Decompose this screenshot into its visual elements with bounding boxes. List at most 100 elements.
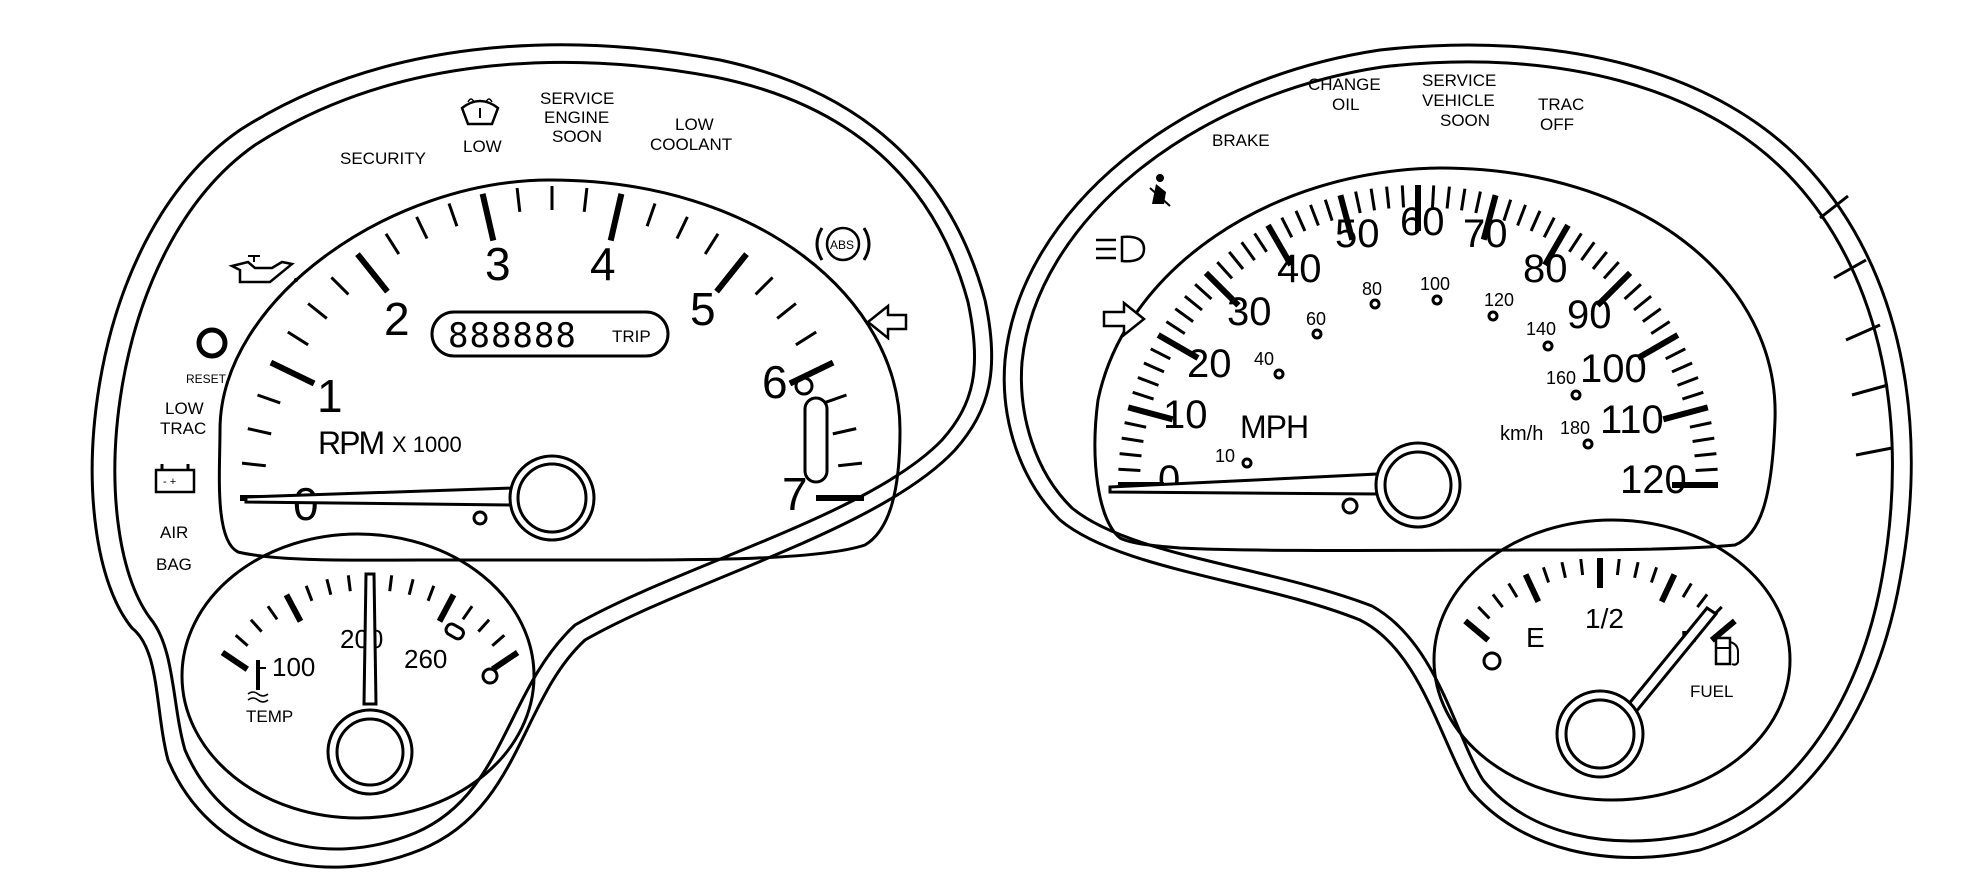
tach-major-tick	[269, 359, 316, 387]
tach-minor-tick	[645, 203, 657, 227]
fuel-half-label: 1/2	[1585, 603, 1624, 634]
speed-minor-tick	[1385, 186, 1391, 209]
temp-minor-tick	[346, 575, 352, 592]
speed-minor-tick	[1183, 295, 1203, 312]
tach-minor-tick	[703, 232, 720, 255]
fuel-gauge: E 1/2 F FUEL	[1432, 518, 1792, 802]
trac-off-indicator: TRAC OFF	[1538, 95, 1584, 134]
mph-label-20: 20	[1187, 342, 1232, 386]
svg-text:- +: - +	[163, 476, 176, 488]
tach-minor-tick	[384, 232, 401, 255]
speed-minor-tick	[1137, 376, 1160, 387]
tach-minor-tick	[582, 187, 589, 212]
speed-major-tick	[1203, 270, 1241, 308]
tach-minor-tick	[795, 330, 818, 347]
reset-label: RESET	[186, 372, 227, 386]
seatbelt-icon	[1149, 174, 1171, 207]
tach-minor-tick	[330, 276, 350, 296]
speed-minor-tick	[1694, 452, 1717, 458]
mph-label-70: 70	[1463, 212, 1508, 256]
reset-button[interactable]: RESET	[186, 327, 228, 386]
speed-major-tick	[1662, 404, 1709, 423]
svg-text:SOON: SOON	[552, 127, 602, 146]
tachometer-scale	[240, 186, 864, 501]
washer-fluid-icon	[460, 98, 500, 126]
speed-minor-tick	[1671, 361, 1693, 374]
speed-minor-tick	[1689, 421, 1712, 429]
temp-label: TEMP	[246, 707, 293, 726]
mph-label: MPH	[1240, 409, 1308, 445]
tach-major-tick	[607, 193, 625, 242]
speed-minor-tick	[1119, 452, 1142, 458]
right-pod-outline	[1002, 43, 1913, 859]
speed-minor-tick	[1294, 210, 1307, 232]
temp-minor-tick	[304, 585, 314, 602]
kmh-label-10: 10	[1215, 446, 1235, 466]
svg-text:SERVICE: SERVICE	[1422, 71, 1496, 90]
rpm-label: RPM	[318, 425, 383, 461]
speed-minor-tick	[1400, 185, 1405, 208]
speed-minor-tick	[1124, 421, 1147, 429]
speed-minor-tick	[1529, 210, 1542, 232]
mph-label-40: 40	[1277, 247, 1322, 291]
tach-label-2: 2	[384, 293, 410, 345]
speed-minor-tick	[1474, 191, 1482, 214]
tach-minor-tick	[241, 461, 266, 468]
odometer-value: 888888	[448, 316, 577, 356]
mph-label-30: 30	[1227, 290, 1272, 334]
tach-label-1: 1	[317, 370, 343, 422]
temp-minor-tick	[491, 634, 506, 647]
tach-label-3: 3	[485, 238, 511, 290]
fuel-minor-tick	[1681, 582, 1693, 598]
speed-minor-tick	[1194, 283, 1213, 301]
tach-indicator-lamp	[794, 376, 814, 396]
speed-minor-tick	[1253, 232, 1268, 253]
speed-major-tick	[1337, 194, 1356, 241]
svg-text:VEHICLE: VEHICLE	[1422, 91, 1495, 110]
speed-minor-tick	[1354, 191, 1362, 214]
temp-minor-tick	[426, 585, 436, 602]
speed-minor-tick	[1460, 188, 1467, 211]
kmh-label-100: 100	[1420, 274, 1450, 294]
odometer-display: 888888 TRIP	[430, 310, 670, 358]
security-indicator: SECURITY	[340, 149, 426, 168]
speed-minor-tick	[1369, 188, 1376, 211]
speed-minor-tick	[1240, 241, 1256, 261]
svg-text:TRAC: TRAC	[1538, 95, 1584, 114]
change-oil-indicator: CHANGE OIL	[1308, 75, 1381, 114]
fuel-minor-tick	[1696, 593, 1709, 609]
low-coolant-indicator: LOW COOLANT	[650, 115, 732, 154]
speed-minor-tick	[1445, 186, 1451, 209]
bezel-marks	[1819, 194, 1893, 457]
turn-left-arrow-icon	[865, 303, 908, 341]
fuel-minor-tick	[1541, 566, 1551, 583]
speedometer-needle	[1108, 441, 1462, 529]
tach-major-tick	[479, 193, 497, 242]
fuel-label: FUEL	[1690, 682, 1733, 701]
mph-label-60: 60	[1400, 200, 1445, 244]
speed-minor-tick	[1143, 361, 1165, 374]
mph-label-90: 90	[1567, 293, 1612, 337]
speed-minor-tick	[1216, 261, 1234, 280]
temp-indicator-lamp	[481, 667, 499, 685]
svg-text:CHANGE: CHANGE	[1308, 75, 1381, 94]
tach-label-7: 7	[782, 468, 808, 520]
low-trac-indicator: LOW TRAC	[160, 399, 206, 438]
speed-minor-tick	[1580, 241, 1596, 261]
headlight-icon	[1096, 235, 1146, 263]
tach-minor-tick	[838, 461, 863, 468]
speed-minor-tick	[1692, 436, 1715, 443]
tach-minor-tick	[754, 276, 774, 296]
temperature-gauge: 100 200 260 TEMP	[180, 532, 536, 820]
speed-minor-tick	[1681, 390, 1704, 401]
turn-right-arrow-icon	[1102, 300, 1147, 338]
fuel-major-tick	[1522, 573, 1542, 603]
svg-text:LOW: LOW	[675, 115, 714, 134]
tach-major-tick	[355, 252, 390, 294]
temp-minor-tick	[477, 618, 491, 633]
temp-major-tick	[491, 650, 520, 672]
kmh-label-180: 180	[1560, 418, 1590, 438]
kmh-label: km/h	[1500, 423, 1543, 445]
temp-minor-tick	[461, 605, 474, 621]
